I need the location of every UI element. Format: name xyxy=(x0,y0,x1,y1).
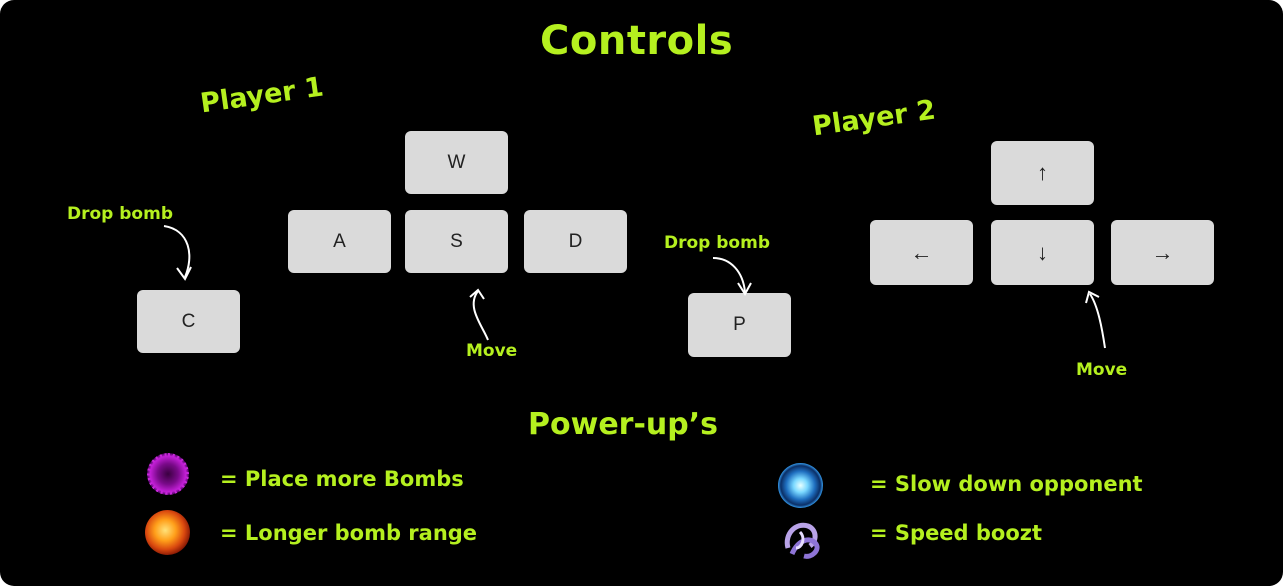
player1-label: Player 1 xyxy=(198,71,326,120)
curved-arrow-icon xyxy=(1085,290,1106,349)
curved-arrow-icon xyxy=(712,257,752,296)
key-a[interactable]: A xyxy=(288,210,391,273)
player2-move-label: Move xyxy=(1076,360,1128,380)
blue-energy-orb-icon xyxy=(778,463,823,508)
key-d[interactable]: D xyxy=(524,210,627,273)
powerup-label: = Longer bomb range xyxy=(220,521,478,545)
player2-label: Player 2 xyxy=(810,94,938,143)
powerup-label: = Speed boozt xyxy=(870,521,1043,545)
purple-spiky-orb-icon xyxy=(147,453,189,495)
powerups-title: Power-up’s xyxy=(528,407,718,442)
page-title: Controls xyxy=(540,18,734,64)
powerup-label: = Slow down opponent xyxy=(870,472,1143,496)
player2-drop-bomb-label: Drop bomb xyxy=(664,233,770,253)
key-arrow-up[interactable]: ↑ xyxy=(991,141,1094,205)
key-w[interactable]: W xyxy=(405,131,508,194)
player1-drop-bomb-label: Drop bomb xyxy=(67,204,173,224)
key-p[interactable]: P xyxy=(688,293,791,357)
fire-orb-icon xyxy=(145,510,190,555)
key-s[interactable]: S xyxy=(405,210,508,273)
key-arrow-left[interactable]: ← xyxy=(870,220,973,285)
curved-arrow-icon xyxy=(163,225,192,281)
powerup-label: = Place more Bombs xyxy=(220,467,464,491)
speed-swirl-icon xyxy=(784,522,820,559)
key-arrow-down[interactable]: ↓ xyxy=(991,220,1094,285)
player1-move-label: Move xyxy=(466,341,518,361)
key-c[interactable]: C xyxy=(137,290,240,353)
key-arrow-right[interactable]: → xyxy=(1111,220,1214,285)
curved-arrow-icon xyxy=(469,288,489,341)
